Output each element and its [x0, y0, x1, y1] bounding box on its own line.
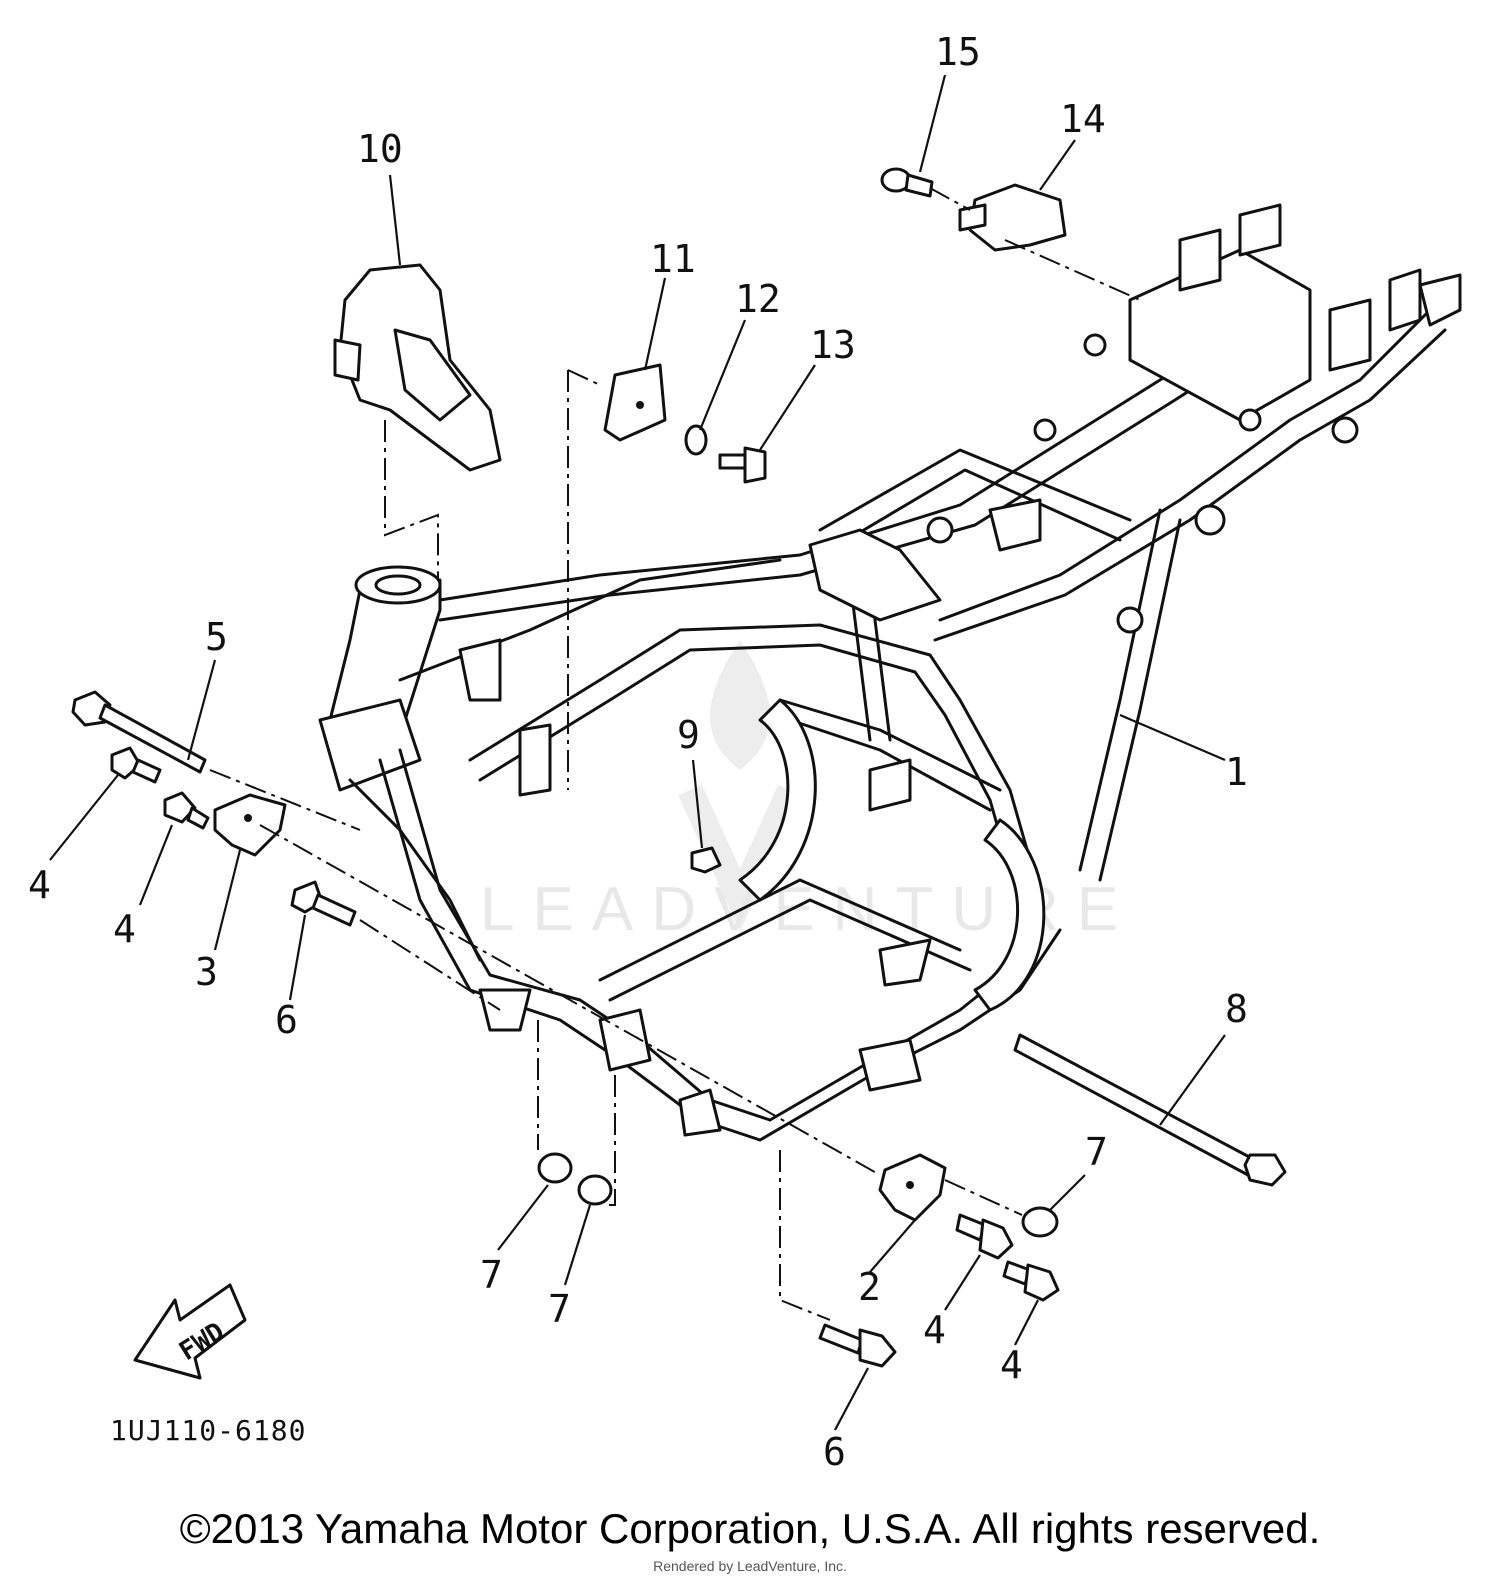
part-9-spacer [690, 846, 722, 874]
part-15-bolt [880, 167, 934, 198]
callout-3: 3 [195, 950, 218, 994]
part-6-bolt-left [290, 880, 357, 927]
callout-15: 15 [935, 30, 981, 74]
part-3-plate [213, 793, 287, 857]
callout-8: 8 [1225, 987, 1248, 1031]
part-10-bracket [333, 263, 502, 472]
callout-7b: 7 [548, 1287, 571, 1331]
callout-10: 10 [357, 127, 403, 171]
callout-5: 5 [205, 615, 228, 659]
callout-14: 14 [1060, 97, 1106, 141]
part-6-bolt-right [818, 1323, 897, 1368]
callout-4b: 4 [113, 907, 136, 951]
part-13-bolt [718, 446, 767, 484]
callouts: 1 2 3 4 4 4 4 5 6 6 7 7 7 8 9 10 11 12 1… [28, 30, 1248, 1474]
callout-1: 1 [1225, 750, 1248, 794]
part-7-nut-c [1021, 1206, 1059, 1238]
leader-lines [49, 74, 1226, 1431]
copyright-notice: ©2013 Yamaha Motor Corporation, U.S.A. A… [179, 1505, 1321, 1552]
callout-6a: 6 [275, 998, 298, 1042]
rendered-by-credit: Rendered by LeadVenture, Inc. [653, 1558, 847, 1574]
callout-6b: 6 [823, 1430, 846, 1474]
callout-4c: 4 [923, 1308, 946, 1352]
alignment-lines [209, 187, 1141, 1321]
part-8-through-bolt [1013, 1033, 1287, 1187]
callout-12: 12 [735, 277, 781, 321]
callout-4a: 4 [28, 863, 51, 907]
callout-9: 9 [677, 713, 700, 757]
part-11-plate [603, 363, 667, 442]
frame-part-1 [318, 203, 1462, 1142]
part-12-nut [684, 424, 708, 456]
part-7-nut-b [577, 1174, 613, 1206]
part-4-bolt-left-b [163, 791, 210, 830]
part-5-long-bolt [71, 690, 207, 774]
callout-7c: 7 [1085, 1130, 1108, 1174]
part-14-bracket [958, 183, 1067, 252]
callout-13: 13 [810, 323, 856, 367]
part-7-nut-a [537, 1152, 573, 1184]
part-4-bolt-right-a [955, 1213, 1014, 1260]
callout-2: 2 [858, 1265, 881, 1309]
diagram-code: 1UJ110-6180 [110, 1414, 306, 1447]
callout-4d: 4 [1000, 1343, 1023, 1387]
part-4-bolt-left-a [110, 746, 162, 784]
part-4-bolt-right-b [1002, 1260, 1060, 1302]
watermark-text: LEADVENTURE [480, 875, 1136, 944]
part-2-plate [878, 1153, 947, 1222]
fwd-arrow-icon: FWD [133, 1283, 247, 1380]
callout-11: 11 [650, 237, 696, 281]
callout-7a: 7 [480, 1253, 503, 1297]
watermark: LEADVENTURE [480, 640, 1136, 944]
